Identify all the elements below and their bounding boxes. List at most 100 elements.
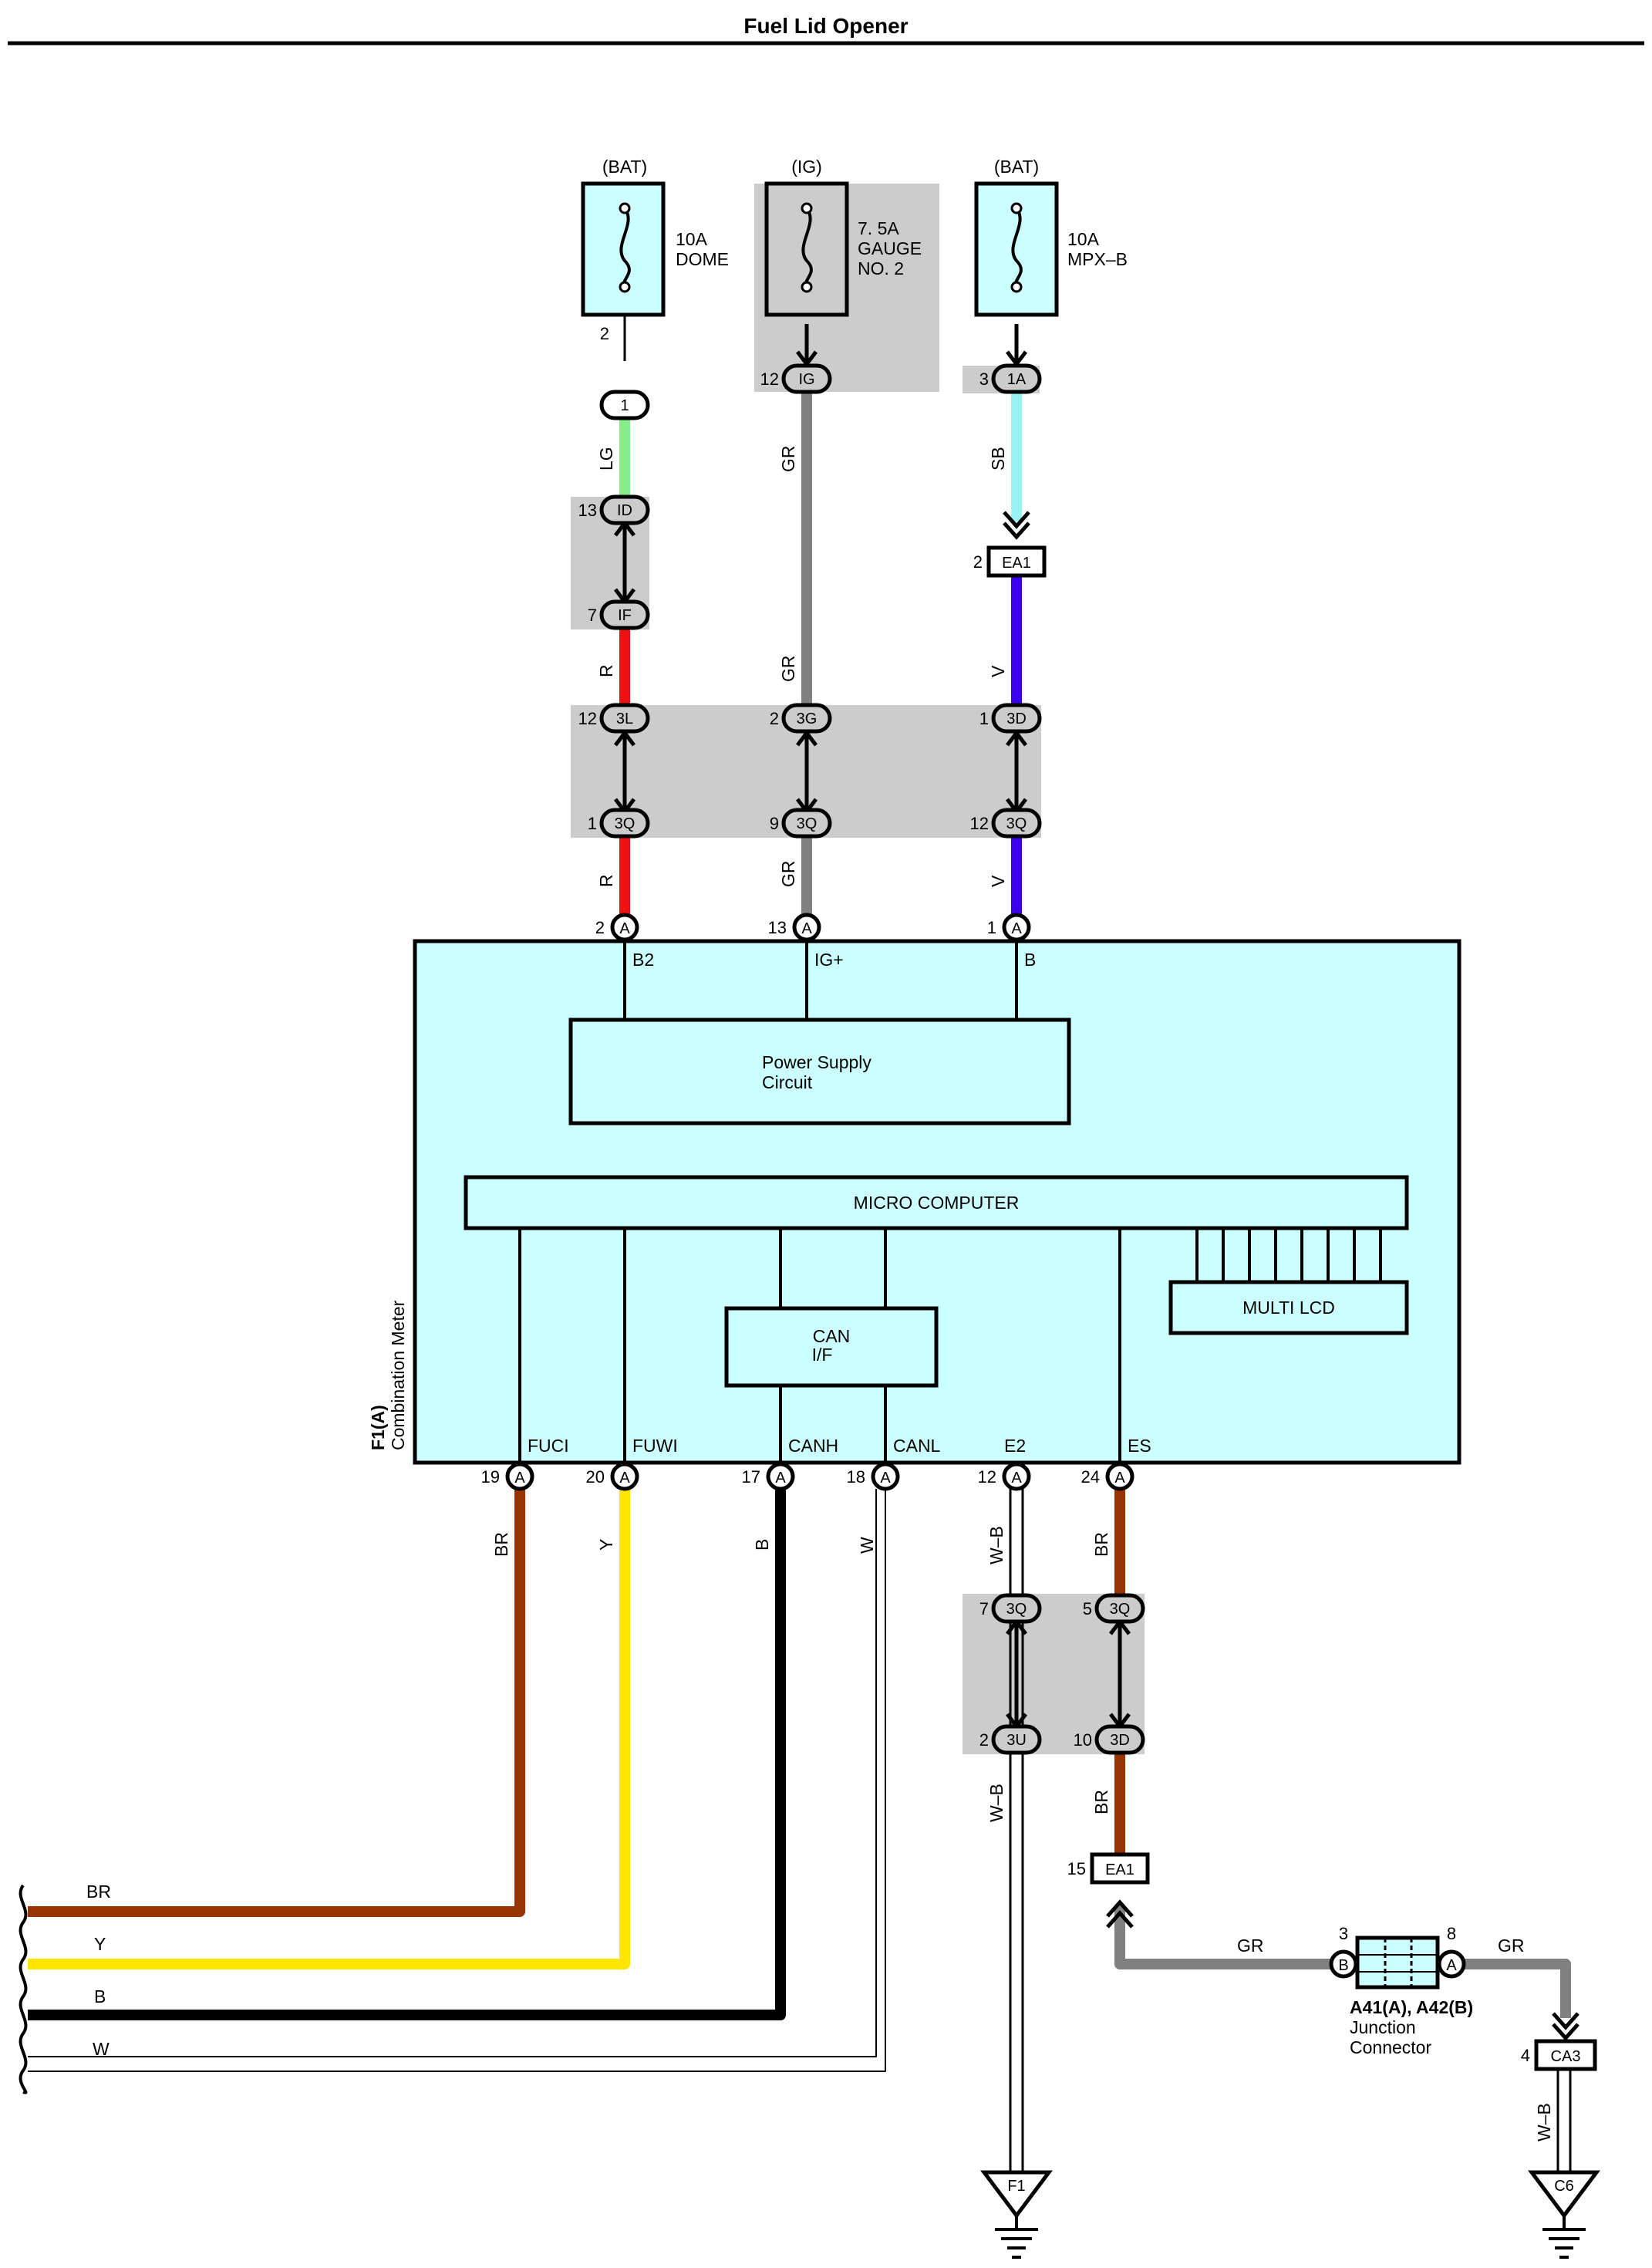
svg-text:12: 12 — [970, 814, 989, 833]
svg-text:A: A — [801, 920, 812, 937]
svg-text:10: 10 — [1074, 1730, 1092, 1750]
terminal-es: ES — [1128, 1436, 1151, 1456]
svg-text:3: 3 — [979, 370, 989, 389]
terminal-canh: CANH — [788, 1436, 838, 1456]
terminal-e2: E2 — [1004, 1436, 1026, 1456]
svg-text:7: 7 — [979, 1599, 989, 1618]
svg-text:15: 15 — [1067, 1859, 1086, 1878]
can-label-1: CAN — [813, 1326, 851, 1346]
svg-text:EA1: EA1 — [1002, 555, 1031, 572]
svg-text:IF: IF — [618, 607, 632, 624]
svg-text:3Q: 3Q — [615, 815, 636, 832]
conn-ig: IG 12 — [760, 363, 832, 394]
fuse-gauge-name-1: GAUGE — [858, 238, 922, 258]
lcd-bus-lines — [1195, 1228, 1382, 1282]
conn-1a: 1A 3 — [979, 363, 1042, 394]
fuse-gauge-name-2: NO. 2 — [858, 258, 904, 278]
conn-meter-b: A 1 — [987, 913, 1031, 942]
svg-text:3D: 3D — [1006, 710, 1027, 727]
svg-text:12: 12 — [760, 370, 779, 389]
junction-codes: A41(A), A42(B) — [1350, 1997, 1473, 2017]
conn-3u: 3U 2 — [979, 1724, 1042, 1755]
label-br-es-lower: BR — [1091, 1790, 1111, 1814]
label-wb-c6: W–B — [1534, 2103, 1554, 2141]
wire-y-fuwi — [28, 1489, 630, 1969]
svg-text:12: 12 — [978, 1467, 996, 1487]
conn-1: 1 — [599, 390, 650, 420]
junction-arrows — [614, 324, 1580, 2041]
fuse-mpxb-link — [1011, 207, 1023, 289]
terminal-canl: CANL — [893, 1436, 941, 1456]
conn-3g: 3G 2 — [770, 703, 832, 734]
label-b-canh: B — [752, 1539, 772, 1551]
label-wb-e2-lower: W–B — [986, 1784, 1006, 1822]
conn-meter-canl: A 18 — [847, 1462, 900, 1491]
label-r-lower: R — [596, 874, 616, 887]
svg-text:A: A — [619, 920, 630, 937]
conn-meter-canh: A 17 — [742, 1462, 795, 1491]
svg-text:5: 5 — [1083, 1599, 1092, 1618]
label-lg: LG — [596, 447, 616, 471]
combination-meter: Power Supply Circuit MICRO COMPUTER CAN … — [368, 939, 1462, 1465]
label-br-fuci: BR — [491, 1532, 511, 1557]
wire-gr-junction-left — [1114, 1905, 1331, 1969]
svg-text:7: 7 — [588, 606, 597, 625]
fuse-mpxb-body — [974, 181, 1059, 317]
svg-text:A: A — [1011, 920, 1022, 937]
svg-text:3G: 3G — [797, 710, 818, 727]
svg-text:9: 9 — [770, 814, 779, 833]
svg-text:1: 1 — [620, 397, 629, 414]
multi-lcd-box — [1168, 1280, 1409, 1335]
conn-meter-es: A 24 — [1081, 1462, 1134, 1491]
svg-text:A: A — [880, 1470, 891, 1487]
svg-text:3L: 3L — [616, 710, 633, 727]
svg-text:ID: ID — [617, 502, 632, 519]
svg-text:19: 19 — [481, 1467, 500, 1487]
svg-text:12: 12 — [578, 709, 597, 728]
svg-text:1A: 1A — [1007, 371, 1027, 388]
conn-meter-b2: A 2 — [595, 913, 639, 942]
conn-3q-bottom-left: 3Q 7 — [979, 1593, 1042, 1624]
conn-if: IF 7 — [588, 599, 650, 630]
svg-text:1: 1 — [979, 709, 989, 728]
wire-b-canh — [28, 1489, 786, 2020]
wire-labels: LG R R GR GR GR SB V V BR Y B W W–B BR W… — [86, 446, 1554, 2142]
fuse-dome-link — [619, 207, 631, 289]
svg-text:3: 3 — [1339, 1924, 1348, 1943]
can-if-box — [724, 1306, 939, 1388]
svg-text:A: A — [1446, 1957, 1457, 1974]
power-supply-label-2: Circuit — [762, 1072, 813, 1092]
fuse-dome: (BAT) 10A DOME 2 — [581, 157, 729, 343]
svg-text:1: 1 — [588, 814, 597, 833]
wire-gr-junction-right — [1464, 1959, 1571, 2018]
ground-c6: C6 — [1528, 2170, 1600, 2259]
label-w-canl: W — [857, 1537, 877, 1554]
connector-pills: 1 IG 12 1A 3 ID 13 IF 7 EA1 2 3L — [481, 363, 1597, 2071]
label-y-fuwi: Y — [596, 1539, 616, 1551]
label-gr-junction-right: GR — [1498, 1936, 1525, 1956]
wire-w-canl-outer — [28, 1489, 886, 2072]
svg-text:8: 8 — [1447, 1924, 1456, 1943]
conn-3q-left: 3Q 1 — [588, 808, 650, 839]
conn-ea1-bottom: EA1 15 — [1067, 1852, 1150, 1885]
label-v-lower: V — [988, 875, 1008, 887]
junction-connector: B 3 A 8 A41(A), A42(B) Junction Connecto… — [1329, 1924, 1473, 2057]
junction-label-1: Junction — [1350, 2017, 1416, 2037]
terminal-b2: B2 — [632, 950, 654, 970]
label-gr-junction-left: GR — [1237, 1936, 1264, 1956]
ground-f1: F1 — [980, 2170, 1053, 2259]
svg-text:IG: IG — [798, 371, 814, 388]
label-out-y: Y — [94, 1934, 106, 1954]
fuse-gauge-source: (IG) — [791, 157, 822, 177]
conn-3q-right: 3Q 12 — [970, 808, 1042, 839]
junction-pin-b: B 3 — [1329, 1924, 1358, 1979]
conn-3d-top: 3D 1 — [979, 703, 1042, 734]
conn-3q-bottom-right: 3Q 5 — [1083, 1593, 1145, 1624]
svg-text:3U: 3U — [1006, 1732, 1027, 1749]
fuse-dome-source: (BAT) — [602, 157, 647, 177]
label-gr-3: GR — [778, 861, 798, 888]
svg-text:24: 24 — [1081, 1467, 1100, 1487]
label-wb-e2: W–B — [986, 1526, 1006, 1564]
svg-text:A: A — [775, 1470, 786, 1487]
fuse-dome-name: DOME — [676, 249, 729, 269]
